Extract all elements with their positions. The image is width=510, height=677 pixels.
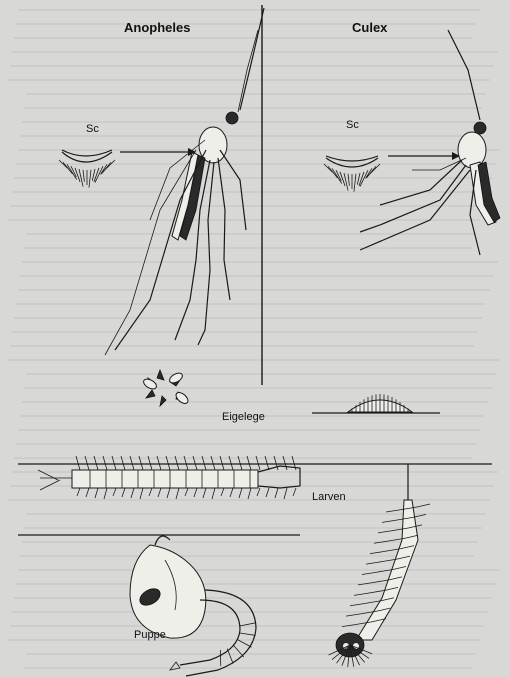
eigelege-label: Eigelege <box>222 411 265 423</box>
sc-label-left: Sc <box>86 123 99 135</box>
anopheles-adult-mosquito <box>105 8 264 355</box>
culex-label: Culex <box>352 20 388 35</box>
sc-label-right: Sc <box>346 119 359 131</box>
background-text-lines <box>8 10 500 668</box>
culex-adult-mosquito <box>360 30 500 255</box>
anopheles-larva <box>38 456 300 499</box>
puppe-label: Puppe <box>134 629 166 641</box>
culex-egg-raft <box>312 394 440 413</box>
anopheles-label: Anopheles <box>124 20 190 35</box>
larven-label: Larven <box>312 491 346 503</box>
anopheles-pupa <box>130 536 256 676</box>
